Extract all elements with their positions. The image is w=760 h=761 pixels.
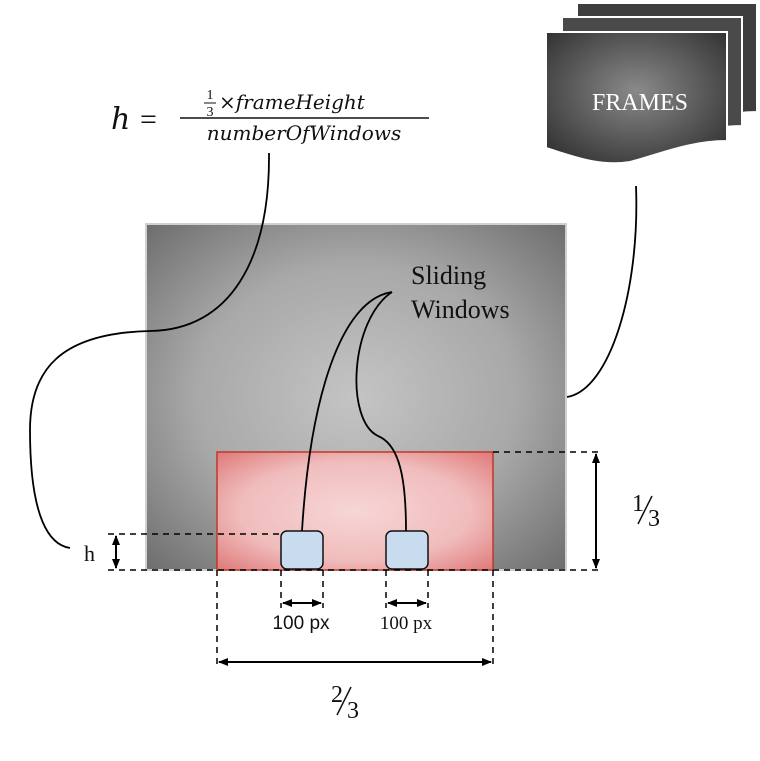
sliding-windows-label-line1: Sliding <box>411 261 486 290</box>
formula-denominator: numberOfWindows <box>207 121 401 145</box>
formula-frac-bottom: 3 <box>207 105 214 120</box>
sliding-window-1 <box>280 530 324 570</box>
connector-windows-2 <box>355 291 407 532</box>
svg-text:3: 3 <box>648 506 660 532</box>
svg-text:3: 3 <box>347 698 359 724</box>
svg-text:1: 1 <box>632 491 644 517</box>
one-third-label: 1 3 <box>632 491 660 532</box>
connector-formula <box>29 152 270 549</box>
two-thirds-label: 2 3 <box>331 682 359 724</box>
sliding-window-2 <box>385 530 429 570</box>
h-label: h <box>84 541 95 566</box>
formula: h = 1 3 ×frameHeight numberOfWindows <box>111 88 429 145</box>
window1-width-label: 100 px <box>272 613 330 634</box>
search-region <box>216 451 494 571</box>
connector-windows-1 <box>301 291 393 532</box>
formula-frac-top: 1 <box>207 88 214 103</box>
frames-stack-icon <box>545 2 758 165</box>
formula-lhs: h <box>111 102 130 137</box>
svg-text:2: 2 <box>331 682 343 708</box>
formula-equals: = <box>140 103 157 136</box>
frames-label: FRAMES <box>592 90 688 116</box>
dashed-guides <box>108 451 600 665</box>
formula-numerator: ×frameHeight <box>219 90 366 114</box>
connector-frames <box>566 185 638 398</box>
sliding-windows-label-line2: Windows <box>411 295 510 324</box>
window2-width-label: 100 px <box>380 613 433 634</box>
